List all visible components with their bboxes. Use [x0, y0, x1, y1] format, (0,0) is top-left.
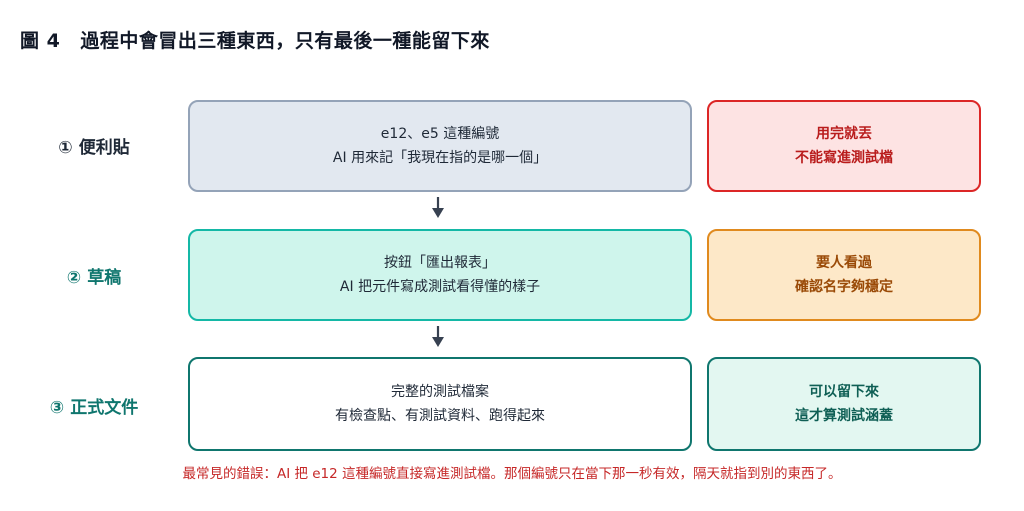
stage-box-line2: 有檢查點、有測試資料、跑得起來 [335, 408, 545, 424]
stage-note-sticky-note: 用完就丟 不能寫進測試檔 [707, 100, 981, 192]
stage-note-line2: 確認名字夠穩定 [795, 279, 893, 295]
row-number: ② [66, 268, 82, 288]
stage-box-line1: 按鈕「匯出報表」 [384, 255, 496, 271]
row-number: ③ [49, 398, 65, 418]
row-label-text: 正式文件 [70, 398, 139, 418]
stage-box-line2: AI 把元件寫成測試看得懂的樣子 [339, 279, 541, 295]
stage-box-line2: AI 用來記「我現在指的是哪一個」 [332, 150, 548, 166]
stage-box-line1: 完整的測試檔案 [391, 384, 489, 400]
row-label-text: 便利貼 [78, 138, 130, 158]
stage-note-line1: 要人看過 [816, 255, 872, 271]
row-label-text: 草稿 [87, 268, 122, 288]
stage-box-sticky-note: e12、e5 這種編號 AI 用來記「我現在指的是哪一個」 [188, 100, 692, 192]
stage-note-final-document: 可以留下來 這才算測試涵蓋 [707, 357, 981, 451]
warning-footnote: 最常見的錯誤：AI 把 e12 這種編號直接寫進測試檔。那個編號只在當下那一秒有… [182, 466, 842, 482]
stage-note-line2: 不能寫進測試檔 [795, 150, 893, 166]
stage-note-line1: 可以留下來 [809, 384, 879, 400]
stage-note-draft: 要人看過 確認名字夠穩定 [707, 229, 981, 321]
stage-note-line2: 這才算測試涵蓋 [795, 408, 893, 424]
row-number: ① [58, 138, 73, 158]
stage-box-draft: 按鈕「匯出報表」 AI 把元件寫成測試看得懂的樣子 [188, 229, 692, 321]
figure-number: 圖 4 [20, 30, 61, 52]
figure-title: 圖 4 過程中會冒出三種東西，只有最後一種能留下來 [20, 26, 490, 53]
down-arrow-icon [432, 326, 444, 347]
stage-box-line1: e12、e5 這種編號 [380, 126, 500, 142]
stage-box-final-document: 完整的測試檔案 有檢查點、有測試資料、跑得起來 [188, 357, 692, 451]
stage-note-line1: 用完就丟 [816, 126, 872, 142]
figure-caption: 過程中會冒出三種東西，只有最後一種能留下來 [80, 30, 490, 52]
down-arrow-icon [432, 197, 444, 218]
